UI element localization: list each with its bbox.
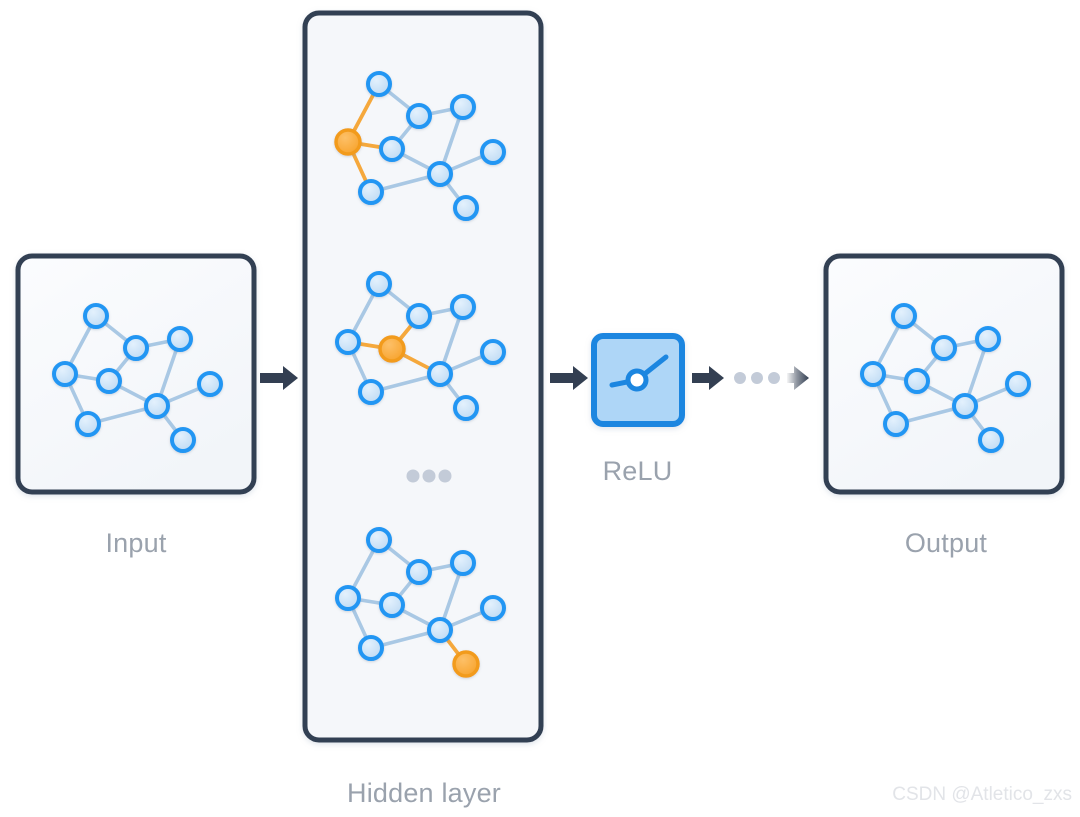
hidden-layer-label: Hidden layer [347, 778, 501, 808]
hidden-graph-3-nodes [335, 527, 506, 661]
output-label: Output [904, 528, 988, 558]
hidden-graph-3-highlighted-node [452, 650, 480, 678]
arrow-hidden-to-relu-icon [550, 366, 588, 390]
arrow-input-to-hidden-icon [260, 366, 298, 390]
hidden-graph-1-nodes [358, 71, 506, 221]
relu-label: ReLU [602, 456, 673, 486]
watermark-text: CSDN @Atletico_zxs [892, 784, 1072, 805]
arrow-dots-to-output-icon [787, 366, 809, 390]
hidden-layer-ellipsis-icon [406, 469, 452, 483]
hidden-graph-2-nodes [335, 271, 506, 421]
arrow-relu-to-dots-icon [692, 366, 724, 390]
hidden-graph-3 [335, 527, 506, 678]
relu-unit[interactable] [591, 333, 685, 427]
hidden-graph-1-highlighted-node [334, 128, 362, 156]
hidden-graph-1 [334, 71, 506, 221]
output-box-frame[interactable] [823, 253, 1065, 495]
input-box[interactable] [15, 253, 257, 495]
input-box-frame[interactable] [15, 253, 257, 495]
input-label: Input [105, 528, 167, 558]
hidden-graph-2 [335, 271, 506, 421]
hidden-graph-2-highlighted-node [378, 335, 406, 363]
relu-kink-point-icon [625, 368, 649, 392]
output-box[interactable] [823, 253, 1065, 495]
repeat-layers-ellipsis-icon [734, 372, 780, 384]
